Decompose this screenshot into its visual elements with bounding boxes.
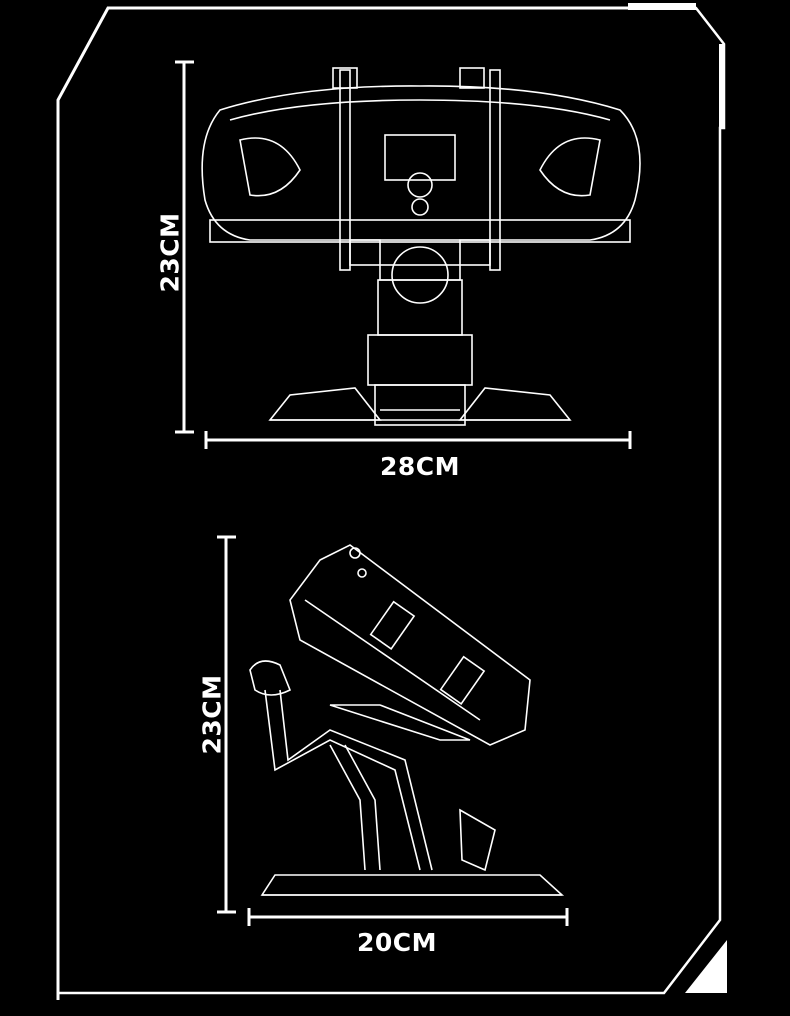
side-height-label: 23CM <box>197 674 227 755</box>
front-height-dimension-line <box>175 60 194 434</box>
side-depth-label: 20CM <box>357 928 438 957</box>
side-height-dimension-line <box>217 535 236 914</box>
steering-wheel-front-view <box>201 67 641 426</box>
front-width-dimension-line <box>204 431 632 449</box>
front-width-label: 28CM <box>380 452 461 481</box>
frame <box>56 3 727 1000</box>
side-depth-dimension-line <box>247 908 569 926</box>
front-height-label: 23CM <box>155 212 185 293</box>
steering-wheel-side-view <box>249 544 565 896</box>
